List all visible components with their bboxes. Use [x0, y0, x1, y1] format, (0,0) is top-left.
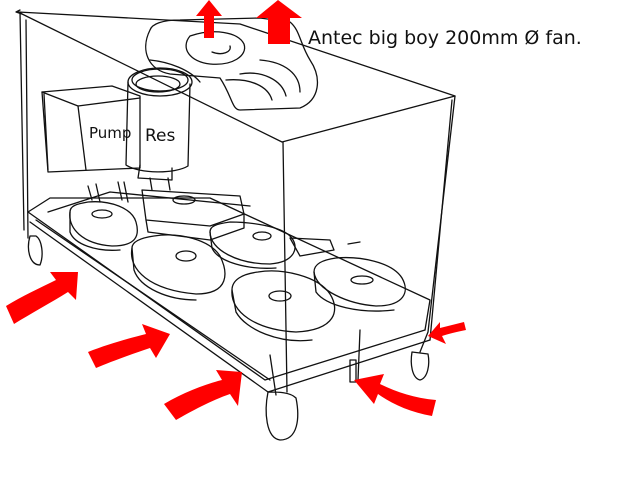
intake-arrow-5 — [428, 322, 466, 344]
tray-3 — [130, 234, 226, 301]
intake-arrow-4 — [354, 374, 436, 416]
reservoir: Res — [125, 67, 193, 191]
pump: Pump — [41, 85, 141, 173]
fan-assembly — [145, 17, 319, 111]
pump-label: Pump — [89, 124, 131, 142]
res-label: Res — [145, 126, 176, 146]
exhaust-arrow-left — [196, 0, 222, 38]
intake-arrow-1 — [6, 272, 78, 324]
exhaust-arrow-right — [256, 0, 302, 44]
tubing — [87, 181, 129, 203]
fan-note: Antec big boy 200mm Ø fan. — [308, 27, 582, 49]
tray-1 — [69, 201, 138, 251]
tray-4 — [209, 221, 296, 269]
tray-5 — [231, 270, 336, 342]
intake-arrow-3 — [164, 370, 242, 420]
case-frame — [15, 9, 456, 441]
tray-2 — [141, 189, 245, 241]
intake-arrow-2 — [88, 324, 170, 368]
intake-arrows — [6, 272, 466, 420]
exhaust-arrows — [196, 0, 302, 44]
tray-7 — [289, 237, 361, 257]
tray-6 — [313, 256, 406, 312]
